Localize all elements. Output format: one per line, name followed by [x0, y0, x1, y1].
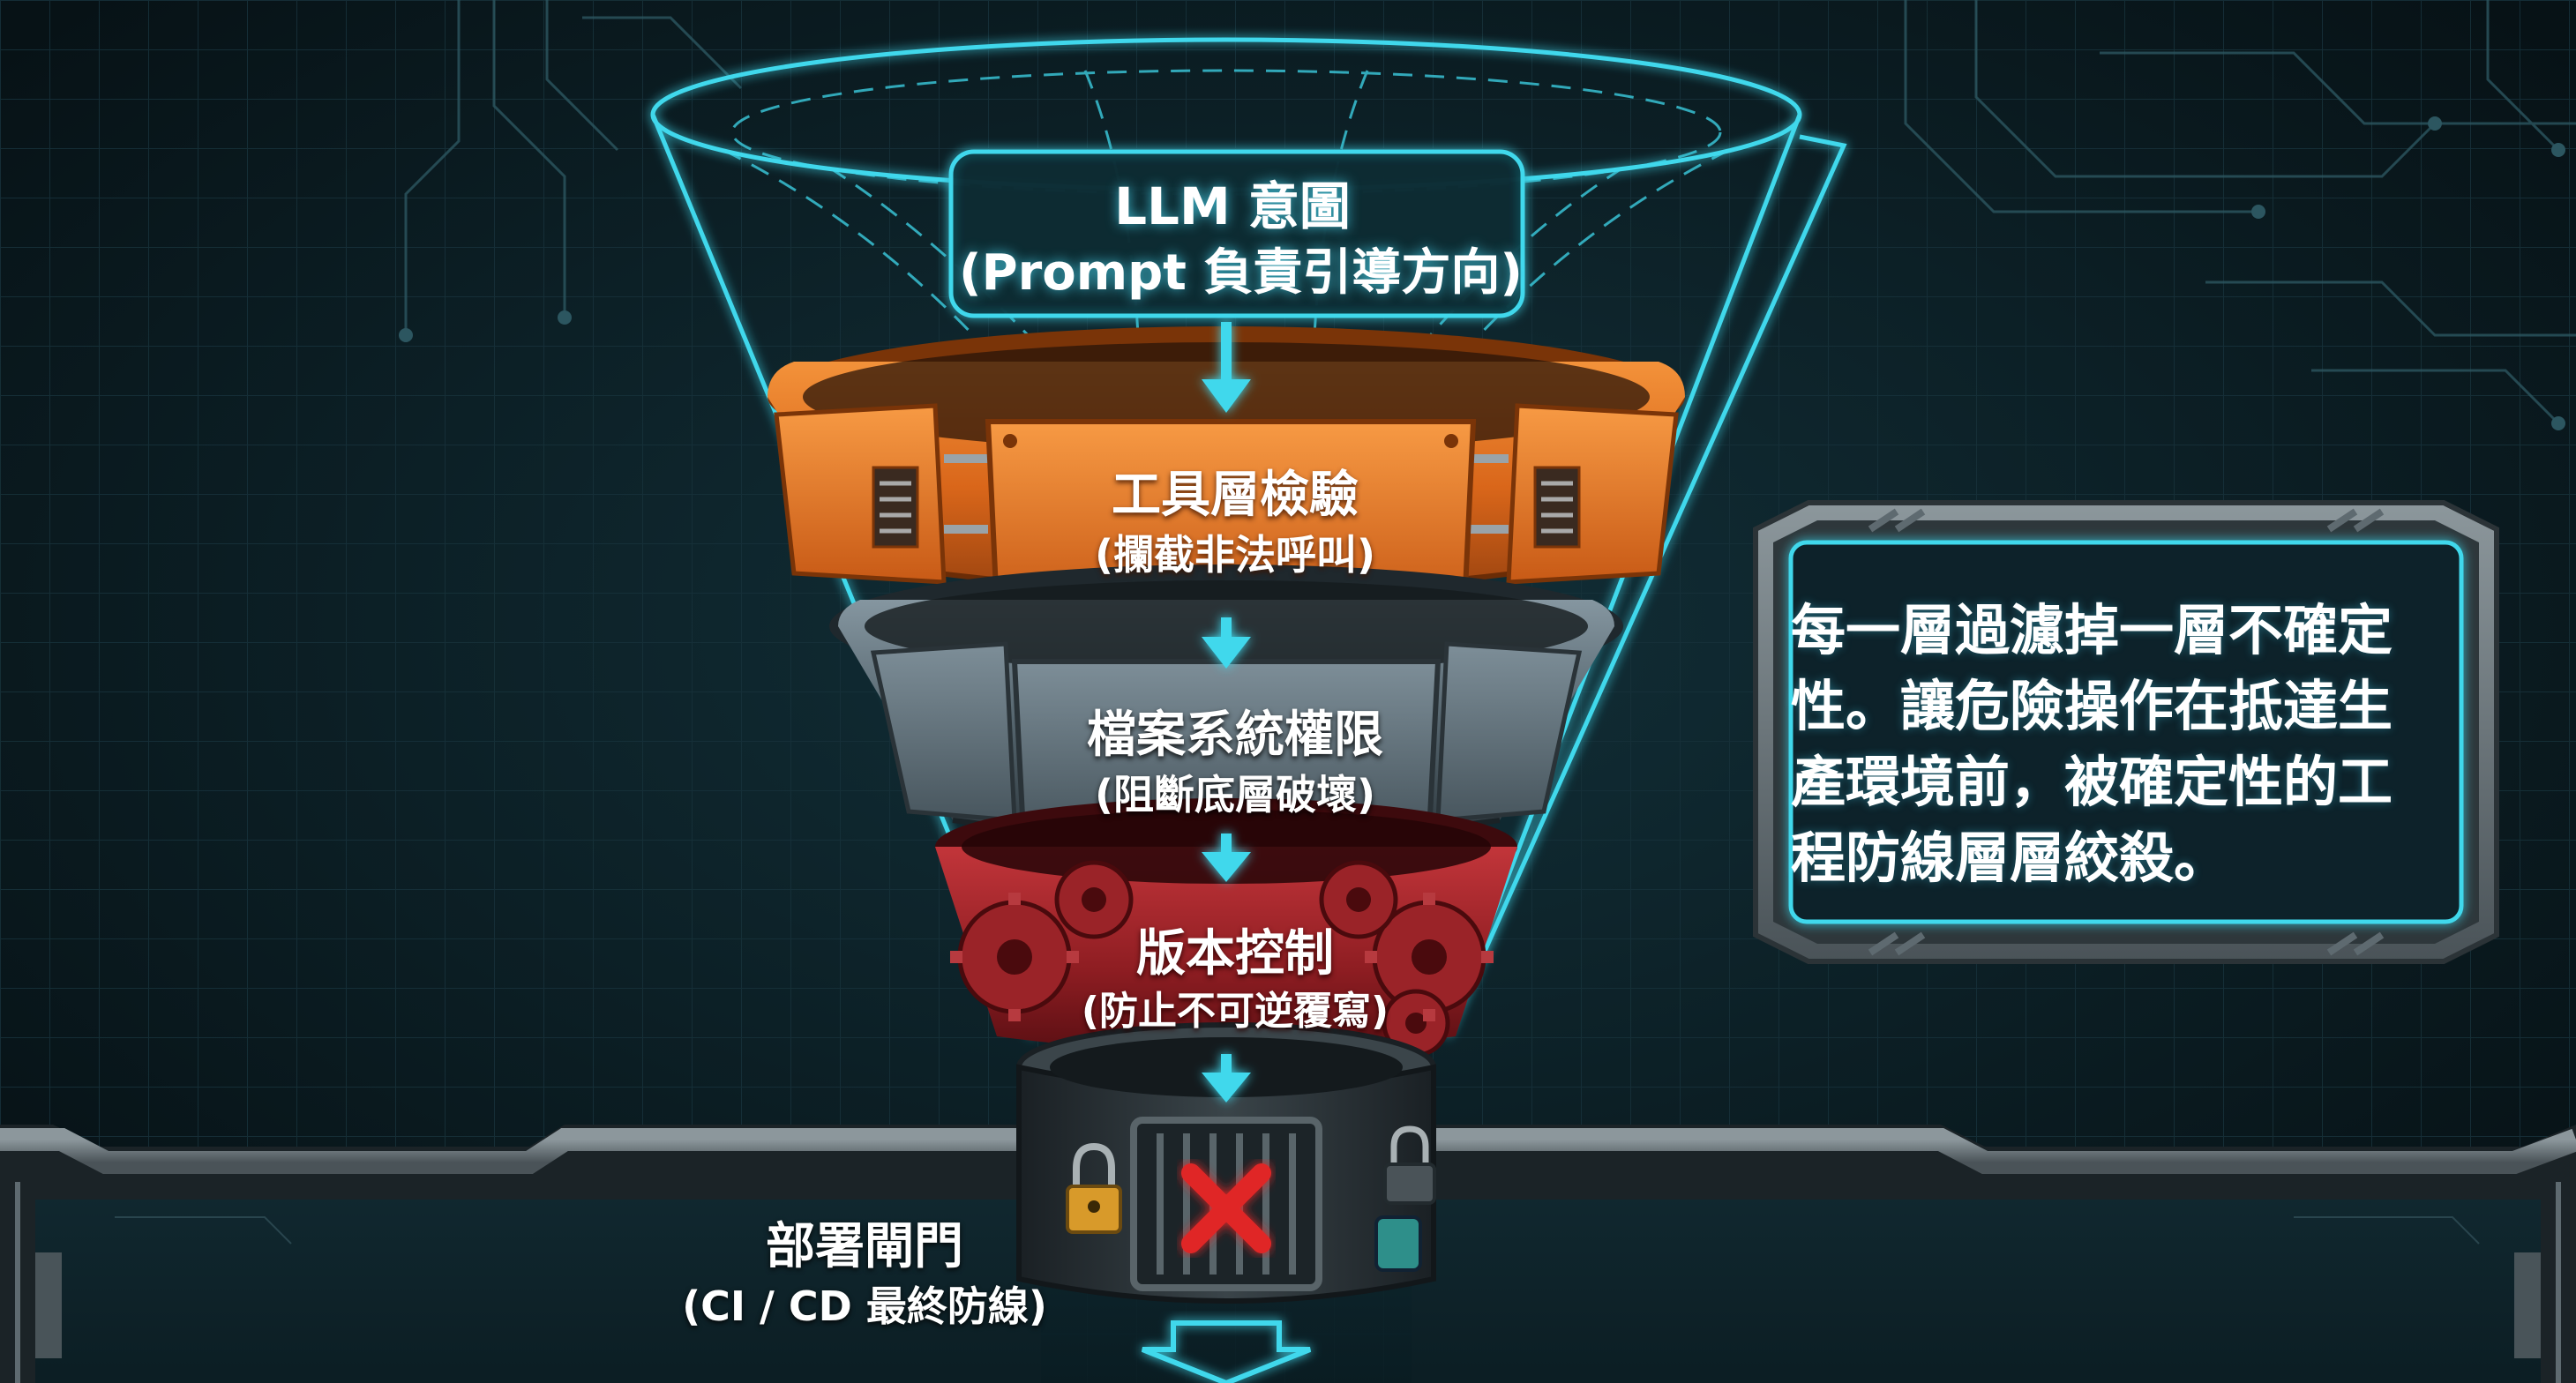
lock-icon: [1383, 1125, 1436, 1205]
callout-panel: [1753, 500, 2499, 964]
intent-label-frame: [948, 149, 1525, 318]
tool-layer-title: 工具層檢驗: [1112, 467, 1359, 525]
tool-layer-label: 工具層檢驗 (攔截非法呼叫): [997, 457, 1473, 589]
intent-label: LLM 意圖 (Prompt 負責引導方向): [959, 169, 1524, 310]
down-arrow-icon: [1141, 1320, 1312, 1383]
lock-icon: [1066, 1142, 1122, 1234]
fs-layer: [829, 564, 1623, 841]
deploy-gate-title: 部署閘門: [766, 1218, 963, 1276]
intent-title: LLM 意圖: [1114, 176, 1351, 237]
deploy-gate-subtitle: (CI / CD 最終防線): [682, 1282, 1047, 1330]
version-control-subtitle: (防止不可逆覆寫): [1081, 988, 1389, 1034]
deploy-gate-label: 部署閘門 (CI / CD 最終防線): [670, 1208, 1059, 1341]
circuit-node: [399, 116, 2565, 430]
circuit-trace: [404, 0, 2576, 425]
intent-subtitle: (Prompt 負責引導方向): [959, 244, 1524, 303]
version-control-title: 版本控制: [1136, 924, 1334, 983]
fs-layer-label: 檔案系統權限 (阻斷底層破壞): [1015, 697, 1456, 829]
version-control-label: 版本控制 (防止不可逆覆寫): [1032, 914, 1438, 1046]
fs-layer-subtitle: (阻斷底層破壞): [1094, 770, 1376, 819]
tool-layer-subtitle: (攔截非法呼叫): [1094, 530, 1376, 579]
deploy-gate: [0, 1022, 2576, 1383]
reject-x-icon: [1181, 1163, 1271, 1253]
down-arrow-icon: [1202, 322, 1251, 1103]
tool-layer: [768, 326, 1685, 611]
callout-text: 每一層過濾掉一層不確定性。讓危險操作在抵達生產環境前，被確定性的工程防線層層絞殺…: [1791, 598, 2393, 890]
fs-layer-title: 檔案系統權限: [1087, 706, 1383, 765]
